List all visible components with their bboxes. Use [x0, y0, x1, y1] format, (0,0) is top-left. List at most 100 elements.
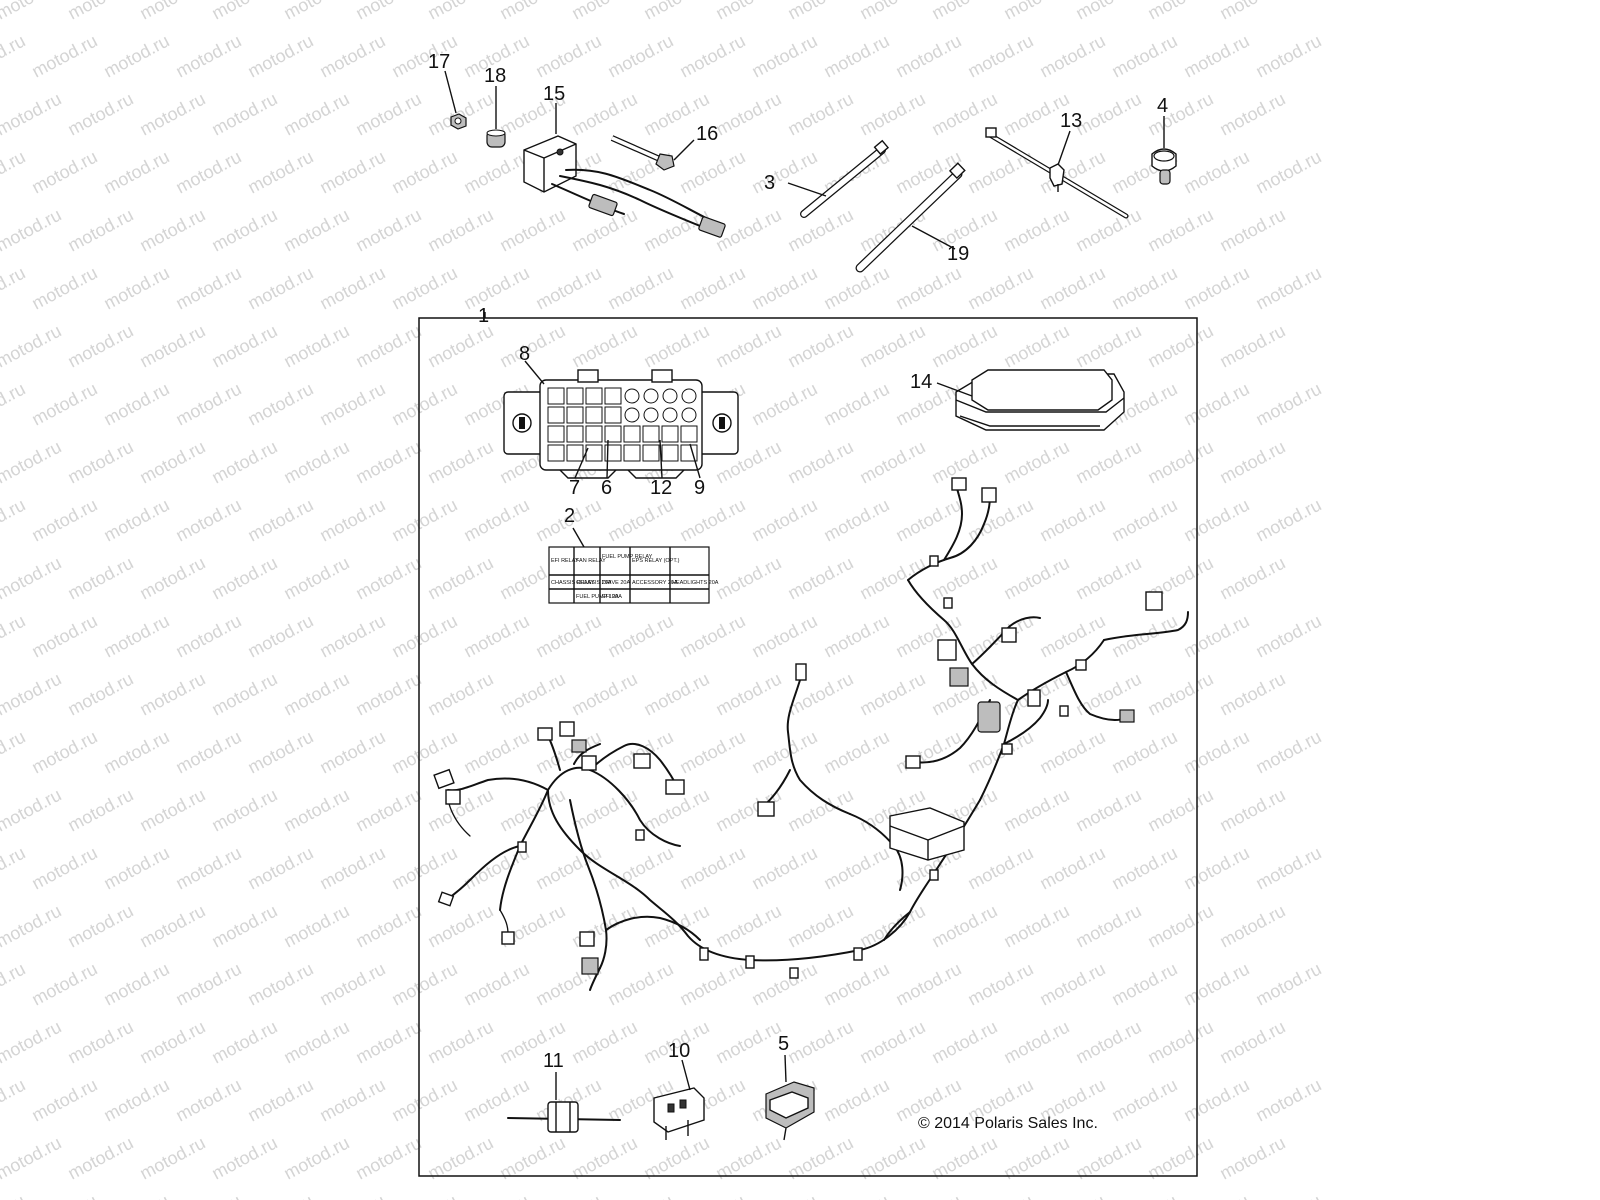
watermark-text: motod.ru: [244, 727, 316, 778]
watermark-text: motod.ru: [1180, 843, 1252, 894]
watermark-text: motod.ru: [388, 843, 460, 894]
watermark-text: motod.ru: [928, 901, 1000, 952]
watermark-text: motod.ru: [136, 0, 208, 24]
watermark-text: motod.ru: [316, 379, 388, 430]
watermark-text: motod.ru: [28, 31, 100, 82]
fuse-slot: [604, 425, 622, 443]
watermark-text: motod.ru: [856, 669, 928, 720]
watermark-text: motod.ru: [244, 495, 316, 546]
callout-labels: 1 2 3 4 5 6 7 8 9 10 11 12 13 14 15 16 1…: [428, 51, 1168, 1072]
watermark-text: motod.ru: [712, 669, 784, 720]
watermark-text: motod.ru: [64, 669, 136, 720]
watermark-text: motod.ru: [316, 1191, 388, 1200]
callout-5: 5: [778, 1033, 789, 1055]
watermark-text: motod.ru: [604, 1191, 676, 1200]
watermark-text: motod.ru: [748, 959, 820, 1010]
watermark-text: motod.ru: [928, 553, 1000, 604]
watermark-text: motod.ru: [1072, 901, 1144, 952]
callout-3: 3: [764, 172, 775, 194]
watermark-text: motod.ru: [136, 785, 208, 836]
part-17-nut: [444, 70, 467, 130]
watermark-text: motod.ru: [640, 321, 712, 372]
callout-16: 16: [696, 123, 718, 145]
watermark-text: motod.ru: [172, 31, 244, 82]
fuse-slot: [547, 425, 565, 443]
watermark-text: motod.ru: [172, 379, 244, 430]
watermark-text: motod.ru: [64, 901, 136, 952]
watermark-text: motod.ru: [1180, 495, 1252, 546]
watermark-text: motod.ru: [280, 785, 352, 836]
watermark-text: motod.ru: [892, 959, 964, 1010]
fuse-slot: [566, 406, 584, 424]
watermark-text: motod.ru: [748, 1191, 820, 1200]
watermark-text: motod.ru: [964, 959, 1036, 1010]
watermark-text: motod.ru: [640, 0, 712, 24]
watermark-text: motod.ru: [1252, 1191, 1324, 1200]
watermark-text: motod.ru: [820, 727, 892, 778]
watermark-text: motod.ru: [136, 901, 208, 952]
watermark-text: motod.ru: [352, 1017, 424, 1068]
watermark-text: motod.ru: [280, 901, 352, 952]
watermark-text: motod.ru: [172, 1075, 244, 1126]
watermark-text: motod.ru: [424, 437, 496, 488]
watermark-text: motod.ru: [640, 901, 712, 952]
watermark-text: motod.ru: [280, 1017, 352, 1068]
watermark-text: motod.ru: [28, 1075, 100, 1126]
watermark-text: motod.ru: [388, 263, 460, 314]
watermark-text: motod.ru: [856, 1017, 928, 1068]
watermark-text: motod.ru: [820, 379, 892, 430]
callout-6: 6: [601, 477, 612, 499]
watermark-text: motod.ru: [316, 959, 388, 1010]
watermark-text: motod.ru: [1144, 321, 1216, 372]
watermark-text: motod.ru: [820, 611, 892, 662]
watermark-text: motod.ru: [280, 0, 352, 24]
part-10-fuse-plug: [653, 1059, 705, 1140]
fuse-slot: [585, 425, 603, 443]
watermark-text: motod.ru: [28, 147, 100, 198]
watermark-text: motod.ru: [748, 263, 820, 314]
watermark-text: motod.ru: [820, 495, 892, 546]
fuse-slot: [566, 444, 584, 462]
watermark-text: motod.ru: [136, 321, 208, 372]
watermark-text: motod.ru: [892, 31, 964, 82]
watermark-text: motod.ru: [856, 89, 928, 140]
fuse-slot: [604, 406, 622, 424]
watermark-text: motod.ru: [136, 1133, 208, 1184]
watermark-text: motod.ru: [1036, 959, 1108, 1010]
watermark-text: motod.ru: [28, 495, 100, 546]
watermark-text: motod.ru: [316, 843, 388, 894]
fuse-slot: [662, 388, 678, 404]
watermark-text: motod.ru: [928, 321, 1000, 372]
watermark-text: motod.ru: [352, 321, 424, 372]
watermark-text: motod.ru: [676, 727, 748, 778]
watermark-text: motod.ru: [100, 1191, 172, 1200]
watermark-text: motod.ru: [460, 495, 532, 546]
watermark-text: motod.ru: [1108, 959, 1180, 1010]
fuse-slot: [681, 407, 697, 423]
watermark-text: motod.ru: [136, 1017, 208, 1068]
fuse-slot: [661, 444, 679, 462]
watermark-text: motod.ru: [1144, 1017, 1216, 1068]
part-3-cable-tie: [787, 139, 890, 218]
watermark-text: motod.ru: [604, 843, 676, 894]
fuse-slot: [680, 425, 698, 443]
watermark-text: motod.ru: [1216, 553, 1288, 604]
watermark-text: motod.ru: [208, 785, 280, 836]
watermark-text: motod.ru: [316, 147, 388, 198]
watermark-text: motod.ru: [1000, 1017, 1072, 1068]
watermark-text: motod.ru: [568, 669, 640, 720]
watermark-text: motod.ru: [928, 0, 1000, 24]
watermark-text: motod.ru: [28, 611, 100, 662]
watermark-text: motod.ru: [1252, 31, 1324, 82]
watermark-text: motod.ru: [1000, 437, 1072, 488]
watermark-text: motod.ru: [1108, 31, 1180, 82]
watermark-text: motod.ru: [1216, 669, 1288, 720]
watermark-text: motod.ru: [280, 669, 352, 720]
watermark-text: motod.ru: [100, 31, 172, 82]
watermark-text: motod.ru: [820, 1191, 892, 1200]
watermark-text: motod.ru: [1144, 205, 1216, 256]
callout-13: 13: [1060, 110, 1082, 132]
watermark-text: motod.ru: [460, 1191, 532, 1200]
watermark-text: motod.ru: [964, 263, 1036, 314]
watermark-text: motod.ru: [784, 0, 856, 24]
